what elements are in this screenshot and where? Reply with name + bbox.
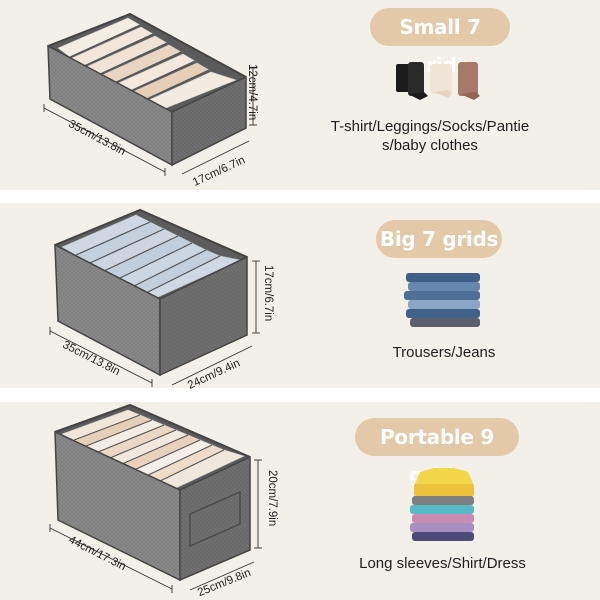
suitable-items-caption: Trousers/Jeans bbox=[392, 344, 496, 361]
height-dimension-label: 12cm/4.7in bbox=[246, 64, 258, 121]
handle-pocket bbox=[189, 490, 241, 548]
folded-shirts-icon bbox=[410, 468, 474, 541]
suitable-items-caption: Long sleeves/Shirt/Dress bbox=[359, 555, 526, 572]
title-badge: Big 7 grids bbox=[376, 220, 502, 258]
portable-organizer-panel: 44cm/17.3in 25cm/9.8in 20cm/7.9in Portab… bbox=[0, 402, 600, 600]
leggings-socks-icon bbox=[396, 62, 480, 100]
folded-jeans-icon bbox=[404, 273, 480, 327]
suitable-items-caption: T-shirt/Leggings/Socks/Pantie s/baby clo… bbox=[330, 118, 530, 154]
title-badge: Small 7 grids bbox=[370, 8, 510, 77]
height-dimension-label: 17cm/6.7in bbox=[262, 265, 274, 322]
portable-organizer-image bbox=[49, 403, 262, 593]
big-organizer-panel: 35cm/13.8in 24cm/9.4in 17cm/6.7in Big 7 … bbox=[0, 203, 600, 392]
big-organizer-image bbox=[49, 208, 260, 387]
small-organizer-panel: 35cm/13.8in 17cm/6.7in 12cm/4.7in Small … bbox=[0, 0, 600, 190]
small-organizer-image bbox=[43, 12, 257, 176]
height-dimension-label: 20cm/7.9in bbox=[266, 470, 278, 527]
title-badge: Portable 9 grids bbox=[355, 418, 519, 487]
